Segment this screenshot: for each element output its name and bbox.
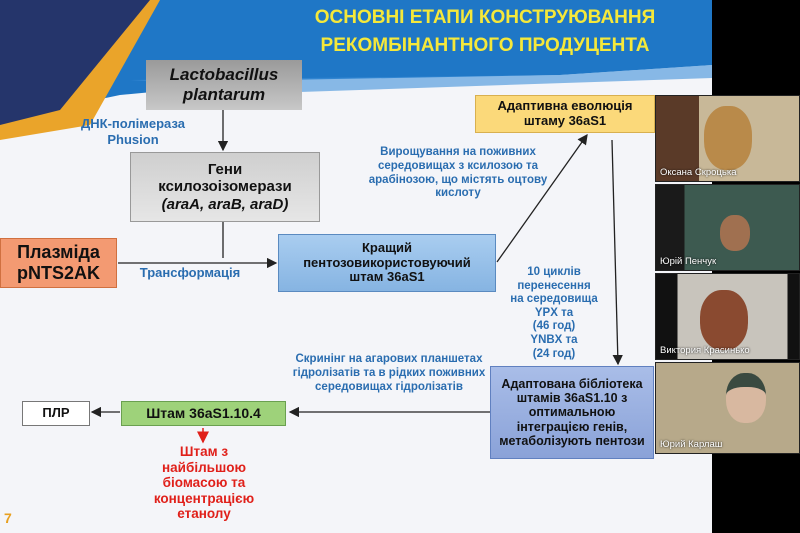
adaptive-line-1: Адаптивна еволюція xyxy=(497,98,633,114)
library-line: метаболізують пентози xyxy=(499,434,645,449)
cycles-line: YNBX та xyxy=(530,333,578,346)
adaptive-evolution-box: Адаптивна еволюція штаму 36aS1 xyxy=(475,95,655,133)
cycles-line: перенесення xyxy=(517,279,591,292)
video-tile[interactable]: Виктория Красинько xyxy=(655,273,800,360)
result-line: біомасою та xyxy=(162,475,246,490)
cycles-line: (24 год) xyxy=(532,347,576,360)
organism-line-1: Lactobacillus xyxy=(169,65,279,85)
genes-line-2: ксилозоізомерази xyxy=(158,178,292,196)
library-line: Адаптована бібліотека xyxy=(501,376,643,391)
presentation-slide: ОСНОВНІ ЕТАПИ КОНСТРУЮВАННЯ РЕКОМБІНАНТН… xyxy=(0,0,712,533)
library-line: оптимальною xyxy=(528,405,616,420)
adaptive-line-2: штаму 36aS1 xyxy=(523,113,607,128)
best-strain-box: Кращий пентозовикористовуючий штам 36aS1 xyxy=(278,234,496,292)
library-line: штамів 36aS1.10 з xyxy=(516,390,628,405)
organism-box: Lactobacillus plantarum xyxy=(146,60,302,110)
video-tile[interactable]: Юрий Карлаш xyxy=(655,362,800,454)
genes-line-3: (araA, araB, araD) xyxy=(161,195,289,213)
participant-name: Оксана Скроцька xyxy=(660,167,737,178)
final-strain-box: Штам 36aS1.10.4 xyxy=(121,401,286,426)
plasmid-box: Плазміда pNTS2AK xyxy=(0,238,117,288)
cycles-label: 10 циклів перенесення на середовища YPX … xyxy=(500,266,608,361)
page-number: 7 xyxy=(4,510,12,526)
genes-box: Гени ксилозоізомерази (araA, araB, araD) xyxy=(130,152,320,222)
organism-line-2: plantarum xyxy=(182,85,266,104)
result-line: найбільшою xyxy=(162,459,246,475)
result-line: етанолу xyxy=(177,506,231,521)
participant-name: Юрий Карлаш xyxy=(660,439,723,450)
slide-title: ОСНОВНІ ЕТАПИ КОНСТРУЮВАННЯ РЕКОМБІНАНТН… xyxy=(280,4,690,60)
best-strain-line-1: Кращий xyxy=(361,239,413,255)
library-line: інтеграцією генів, xyxy=(516,419,628,434)
video-tile[interactable]: Юрій Пенчук xyxy=(655,184,800,271)
result-label: Штам з найбільшою біомасою та концентрац… xyxy=(140,444,268,522)
screening-label: Скринінг на агарових планшетах гідроліза… xyxy=(292,353,486,393)
plasmid-line-1: Плазміда xyxy=(17,242,100,263)
cycles-line: на середовища xyxy=(510,293,598,306)
participant-video xyxy=(700,290,748,350)
polymerase-label: ДНК-полімераза Phusion xyxy=(78,116,188,147)
participant-video xyxy=(726,373,766,423)
participant-video xyxy=(720,215,750,251)
pcr-box: ПЛР xyxy=(22,401,90,426)
participant-name: Виктория Красинько xyxy=(660,345,750,356)
polymerase-line-1: ДНК-полімераза xyxy=(81,116,185,131)
library-box: Адаптована бібліотека штамів 36aS1.10 з … xyxy=(490,366,654,459)
participant-video xyxy=(704,106,752,170)
polymerase-line-2: Phusion xyxy=(107,131,159,147)
cycles-line: 10 циклів xyxy=(527,266,581,278)
title-line-1: ОСНОВНІ ЕТАПИ КОНСТРУЮВАННЯ xyxy=(314,7,656,28)
result-line: концентрацією xyxy=(153,490,255,506)
transformation-label: Трансформація xyxy=(139,265,241,280)
best-strain-line-3: штам 36aS1 xyxy=(349,269,425,285)
cycles-line: (46 год) xyxy=(532,320,576,333)
participant-name: Юрій Пенчук xyxy=(660,256,717,267)
best-strain-line-2: пентозовикористовуючий xyxy=(303,254,471,270)
growth-label: Вирощування на поживних середовищах з кс… xyxy=(368,146,548,200)
plasmid-line-2: pNTS2AK xyxy=(16,263,100,283)
cycles-line: YPX та xyxy=(534,306,574,319)
result-line: Штам з xyxy=(179,444,229,459)
title-line-2: РЕКОМБІНАНТНОГО ПРОДУЦЕНТА xyxy=(320,35,650,56)
genes-line-1: Гени xyxy=(207,161,243,179)
video-tile[interactable]: Оксана Скроцька xyxy=(655,95,800,182)
